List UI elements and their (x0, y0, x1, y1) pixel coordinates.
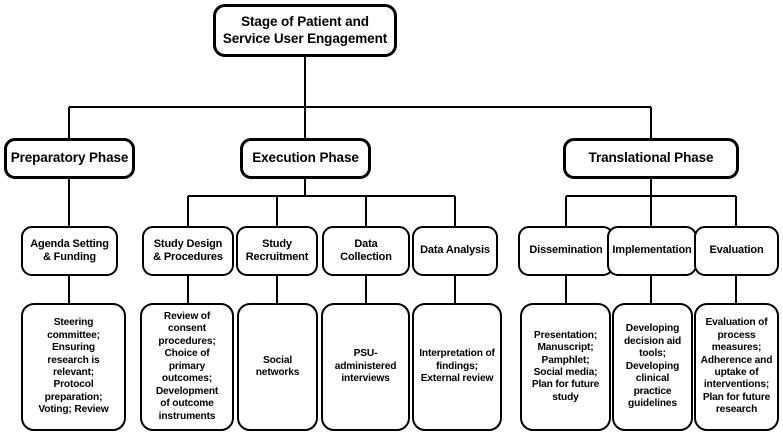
node-implementation-label: Implementation (612, 244, 692, 257)
node-evaluation-label: Evaluation (709, 244, 764, 257)
node-dissemination-label: Dissemination (529, 244, 603, 257)
node-detail-data-collection-label: PSU- administered interviews (334, 348, 397, 385)
node-study-design-and-procedures-label: Study Design & Procedures (153, 237, 223, 263)
node-detail-implementation-label: Developing decision aid tools; Developin… (623, 323, 682, 410)
node-data-collection-label: Data Collection (340, 237, 392, 263)
node-translational-phase-label: Translational Phase (588, 150, 714, 166)
node-agenda-setting-and-funding-label: Agenda Setting & Funding (30, 237, 109, 263)
node-detail-agenda-setting-and-funding[interactable]: Steering committee; Ensuring research is… (21, 303, 126, 431)
node-detail-agenda-setting-and-funding-label: Steering committee; Ensuring research is… (38, 317, 109, 416)
node-detail-data-analysis-label: Interpretation of findings; External rev… (419, 348, 495, 385)
node-detail-study-recruitment[interactable]: Social networks (237, 303, 318, 431)
node-root-label: Stage of Patient and Service User Engage… (222, 14, 388, 46)
node-root[interactable]: Stage of Patient and Service User Engage… (213, 4, 397, 57)
node-dissemination[interactable]: Dissemination (518, 226, 614, 276)
node-detail-study-recruitment-label: Social networks (255, 354, 300, 378)
node-study-recruitment[interactable]: Study Recruitment (236, 226, 318, 276)
node-study-recruitment-label: Study Recruitment (245, 237, 309, 263)
node-detail-data-analysis[interactable]: Interpretation of findings; External rev… (412, 303, 502, 431)
node-data-collection[interactable]: Data Collection (322, 226, 410, 276)
node-translational-phase[interactable]: Translational Phase (563, 138, 739, 179)
node-study-design-and-procedures[interactable]: Study Design & Procedures (142, 226, 234, 276)
node-detail-dissemination-label: Presentation; Manuscript; Pamphlet; Soci… (531, 329, 600, 403)
node-implementation[interactable]: Implementation (607, 226, 697, 276)
node-detail-implementation[interactable]: Developing decision aid tools; Developin… (612, 303, 693, 431)
node-detail-study-design-and-procedures-label: Review of consent procedures; Choice of … (155, 311, 219, 422)
node-data-analysis[interactable]: Data Analysis (412, 226, 498, 276)
node-detail-study-design-and-procedures[interactable]: Review of consent procedures; Choice of … (140, 303, 234, 431)
node-detail-dissemination[interactable]: Presentation; Manuscript; Pamphlet; Soci… (520, 303, 611, 431)
node-detail-data-collection[interactable]: PSU- administered interviews (321, 303, 410, 431)
node-detail-evaluation-label: Evaluation of process measures; Adherenc… (700, 317, 773, 416)
node-preparatory-phase-label: Preparatory Phase (10, 150, 129, 166)
node-evaluation[interactable]: Evaluation (694, 226, 779, 276)
node-data-analysis-label: Data Analysis (420, 244, 490, 257)
node-preparatory-phase[interactable]: Preparatory Phase (4, 138, 135, 179)
node-execution-phase-label: Execution Phase (252, 150, 359, 166)
node-agenda-setting-and-funding[interactable]: Agenda Setting & Funding (21, 226, 118, 276)
node-execution-phase[interactable]: Execution Phase (240, 138, 371, 179)
node-detail-evaluation[interactable]: Evaluation of process measures; Adherenc… (694, 303, 779, 431)
